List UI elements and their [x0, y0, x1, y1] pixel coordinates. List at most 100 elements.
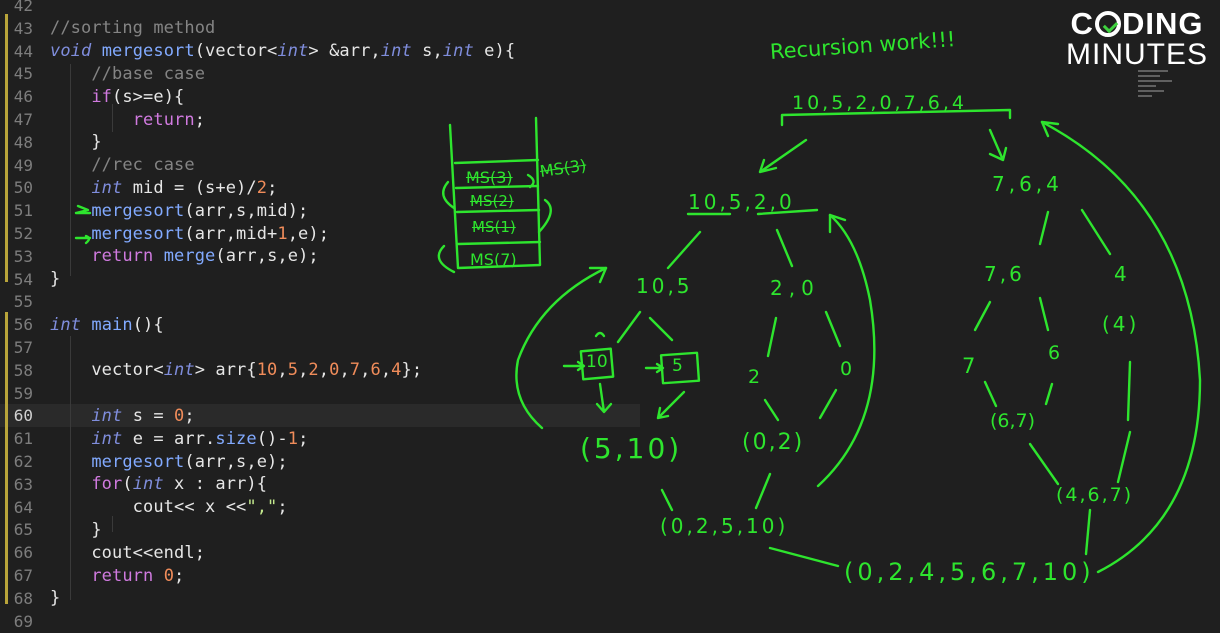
code-line[interactable]: 68}: [0, 587, 640, 610]
logo-check-icon: [1094, 11, 1121, 37]
code-text: return merge(arr,s,e);: [91, 246, 319, 267]
node-4-paren: (4): [1102, 312, 1140, 336]
code-text: }: [50, 519, 102, 540]
code-line[interactable]: 56 int main(){: [0, 313, 640, 336]
merge-4-6-7: (4,6,7): [1056, 484, 1134, 506]
code-line[interactable]: 63 for(int x : arr){: [0, 473, 640, 496]
line-number: 51: [13, 201, 33, 221]
code-line[interactable]: 52 mergesort(arr,mid+1,e);: [0, 222, 640, 245]
arc-middle: [816, 213, 876, 488]
indent-guide: [70, 64, 71, 276]
code-line[interactable]: 47 return;: [0, 108, 640, 131]
indent-guide: [112, 104, 113, 132]
code-line[interactable]: 44 void mergesort(vector<int> &arr,int s,…: [0, 40, 640, 63]
indent-guide: [70, 336, 71, 600]
code-line[interactable]: 45 //base case: [0, 62, 640, 85]
line-number: 65: [13, 520, 33, 540]
code-text: int s = 0;: [91, 405, 195, 426]
line-number: 47: [13, 110, 33, 129]
call-stack: [448, 116, 542, 270]
line-number: 46: [13, 87, 33, 107]
leaf-2: 2: [748, 366, 761, 388]
code-text: cout<<endl;: [50, 542, 206, 563]
code-line[interactable]: 60 int s = 0;: [0, 404, 640, 428]
line-number: 63: [13, 474, 33, 494]
node-left: 10,5,2,0: [688, 190, 795, 214]
line-number: 53: [13, 246, 33, 266]
code-text: int e = arr.size()-1;: [91, 428, 309, 449]
line-number: 57: [13, 338, 33, 357]
code-line[interactable]: 50 int mid = (s+e)/2;: [0, 176, 640, 199]
root-bracket: [780, 108, 1012, 127]
leaf-6: 6: [1048, 342, 1061, 364]
code-line[interactable]: 55: [0, 290, 640, 313]
node-2-0: 2,0: [770, 276, 820, 300]
line-number: 48: [13, 132, 33, 152]
code-line[interactable]: 66 cout<<endl;: [0, 541, 640, 564]
code-line[interactable]: 54}: [0, 268, 640, 291]
line-number: 61: [13, 429, 33, 449]
code-line[interactable]: 53 return merge(arr,s,e);: [0, 245, 640, 268]
merge-5-10: (5,10): [580, 432, 683, 465]
code-text: mergesort(arr,mid+1,e);: [91, 223, 330, 244]
code-line[interactable]: 57: [0, 336, 640, 359]
leaf-5: 5: [672, 356, 683, 376]
line-number: 66: [13, 543, 33, 563]
code-line[interactable]: 64 cout<< x <<",";: [0, 496, 640, 519]
merge-6-7: (6,7): [990, 410, 1036, 432]
code-text: if(s>=e){: [91, 86, 185, 107]
code-line[interactable]: 67 return 0;: [0, 564, 640, 587]
code-text: }: [50, 132, 102, 153]
arc-right: [1040, 120, 1202, 574]
stack-frame-1: MS(1): [472, 218, 516, 236]
node-7-6: 7,6: [984, 262, 1025, 286]
code-line[interactable]: 62 mergesort(arr,s,e);: [0, 450, 640, 473]
line-number: 44: [13, 41, 33, 61]
code-text: //rec case: [91, 155, 195, 176]
code-text: mergesort(arr,s,e);: [91, 451, 288, 472]
code-line[interactable]: 61 int e = arr.size()-1;: [0, 427, 640, 450]
line-number: 43: [13, 18, 33, 38]
code-text: void mergesort(vector<int> &arr,int s,in…: [50, 41, 516, 62]
code-text: return;: [132, 109, 206, 130]
line-number: 42: [13, 0, 33, 15]
line-number: 67: [13, 566, 33, 585]
gutter-change-marker: [5, 312, 8, 604]
code-text: return 0;: [91, 565, 185, 586]
leaf-7: 7: [962, 354, 976, 378]
code-line[interactable]: 49 //rec case: [0, 154, 640, 177]
line-number: 56: [13, 315, 33, 335]
line-number: 68: [13, 588, 33, 608]
stack-frame-3: MS(3): [466, 168, 513, 187]
node-right: 7,6,4: [992, 172, 1063, 196]
code-line[interactable]: 43 //sorting method: [0, 17, 640, 40]
code-line[interactable]: 46 if(s>=e){: [0, 85, 640, 108]
code-line[interactable]: 65 }: [0, 518, 640, 541]
line-number: 49: [13, 155, 33, 175]
code-text: }: [50, 269, 61, 290]
code-line[interactable]: 59: [0, 382, 640, 405]
stack-frame-2: MS(2): [470, 192, 514, 210]
line-number: 45: [13, 64, 33, 84]
marker-line-52: [74, 234, 92, 245]
line-number: 58: [13, 360, 33, 380]
line-number: 55: [13, 292, 33, 312]
minimap[interactable]: [1138, 70, 1178, 120]
node-root: 10,5,2,0,7,6,4: [792, 92, 967, 114]
code-text: int main(){: [50, 314, 164, 335]
code-line[interactable]: 58 vector<int> arr{10,5,2,0,7,6,4};: [0, 359, 640, 382]
code-text: //sorting method: [50, 18, 216, 39]
line-number: 62: [13, 452, 33, 471]
code-text: cout<< x <<",";: [50, 497, 288, 518]
code-line[interactable]: 51 mergesort(arr,s,mid);: [0, 199, 640, 222]
code-text: int mid = (s+e)/2;: [91, 177, 278, 198]
code-line[interactable]: 42: [0, 0, 640, 17]
node-10-5: 10,5: [636, 274, 693, 298]
code-line[interactable]: 48 }: [0, 131, 640, 154]
line-number: 59: [13, 383, 33, 403]
code-text: //base case: [91, 63, 206, 84]
arrow-mark-line-51: [74, 204, 92, 215]
indent-guide: [112, 516, 113, 532]
